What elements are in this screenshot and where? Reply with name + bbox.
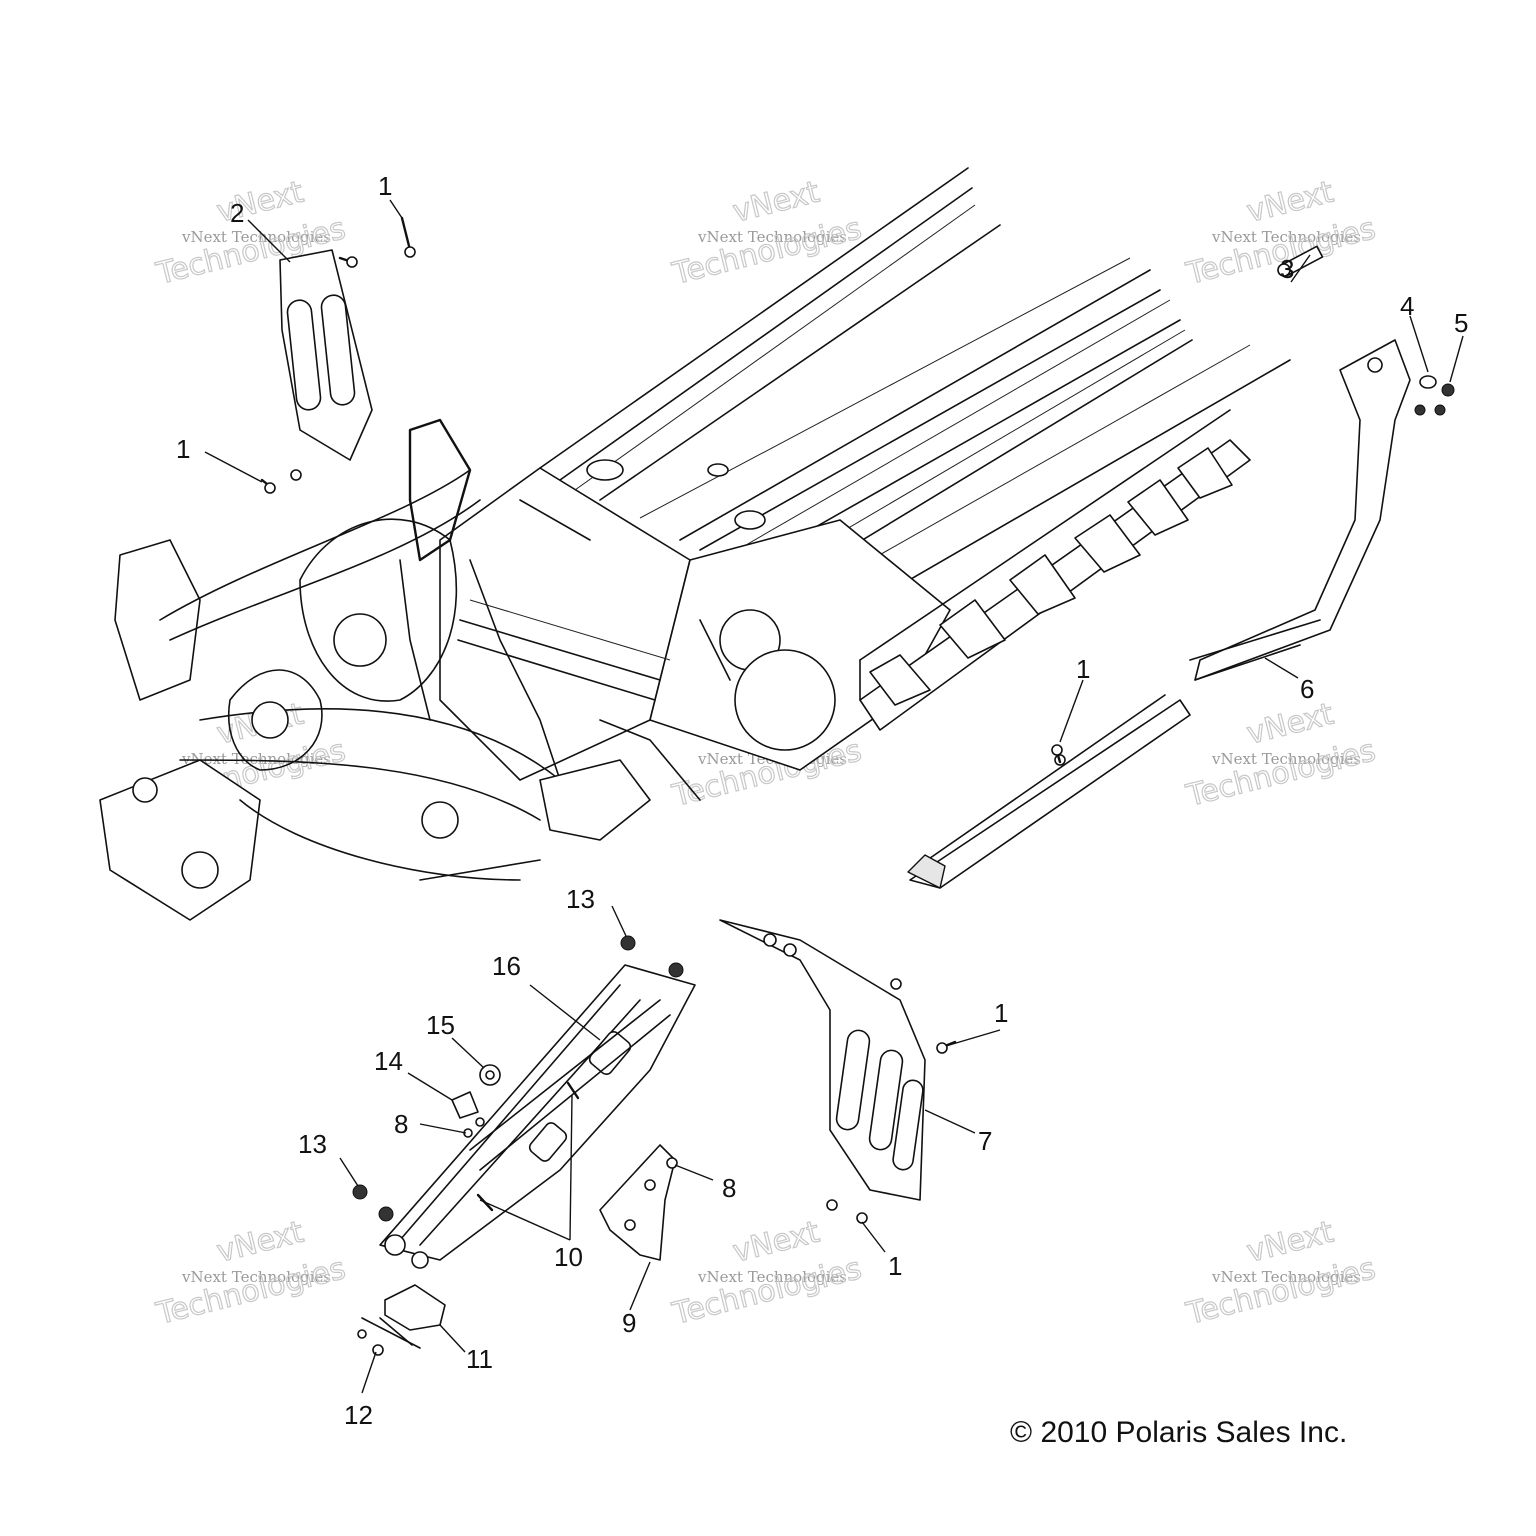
part-4-washer — [1419, 375, 1437, 389]
front-bulkhead — [99, 418, 701, 921]
svg-text:vNext: vNext — [213, 175, 307, 230]
svg-text:vNext Technologies: vNext Technologies — [697, 228, 847, 246]
svg-text:vNext: vNext — [729, 175, 823, 230]
bolt-1-panel — [890, 978, 902, 990]
callout-13-top: 13 — [566, 884, 595, 914]
svg-text:Technologies: Technologies — [152, 1251, 348, 1332]
callout-9: 9 — [622, 1308, 636, 1338]
callout-13-left: 13 — [298, 1129, 327, 1159]
callout-6: 6 — [1300, 674, 1314, 704]
callout-11: 11 — [466, 1344, 493, 1374]
callout-1-bottom: 1 — [888, 1251, 902, 1281]
svg-text:Technologies: Technologies — [668, 1251, 864, 1332]
leader-lines — [204, 199, 1464, 1394]
svg-text:vNext: vNext — [1243, 697, 1337, 752]
callout-8-left: 8 — [394, 1109, 408, 1139]
callout-7: 7 — [978, 1126, 992, 1156]
svg-text:vNext: vNext — [1243, 175, 1337, 230]
nut-13-top — [620, 935, 636, 951]
callout-12: 12 — [344, 1400, 373, 1430]
tunnel-body — [439, 459, 951, 781]
svg-text:Technologies: Technologies — [1182, 1251, 1378, 1332]
svg-text:vNext Technologies: vNext Technologies — [697, 1268, 847, 1286]
copyright-notice: © 2010 Polaris Sales Inc. — [1010, 1416, 1347, 1449]
bolt-1-top — [400, 216, 416, 258]
callout-14: 14 — [374, 1046, 403, 1076]
bolt-8-right — [666, 1157, 678, 1169]
callout-10: 10 — [554, 1242, 583, 1272]
callouts: 1 2 1 3 4 5 1 6 13 16 1 15 14 8 7 13 8 1… — [176, 171, 1468, 1430]
callout-1-left: 1 — [176, 434, 190, 464]
bolt-12 — [357, 1329, 384, 1356]
callout-1-right: 1 — [994, 998, 1008, 1028]
part-16-footrest — [379, 964, 696, 1269]
part-3-pin — [1277, 245, 1324, 277]
watermark: vNext vNext Technologies Technologies — [668, 1214, 866, 1333]
fasteners — [260, 216, 1063, 1356]
svg-text:vNext Technologies: vNext Technologies — [1211, 1268, 1361, 1286]
part-14-clip — [451, 1091, 479, 1119]
rear-side-rail — [859, 409, 1251, 731]
bolt-1-rail — [1051, 744, 1063, 764]
part-6-brace — [1189, 339, 1446, 681]
part-15-grommet — [479, 1064, 501, 1086]
bolt-1-top-b — [338, 256, 358, 268]
part-7-panel — [719, 919, 926, 1201]
svg-text:vNext Technologies: vNext Technologies — [1211, 228, 1361, 246]
callout-3: 3 — [1280, 254, 1294, 284]
callout-5: 5 — [1454, 308, 1468, 338]
svg-text:vNext: vNext — [213, 1215, 307, 1270]
watermark: vNext vNext Technologies Technologies — [152, 1214, 350, 1333]
watermark: vNext vNext Technologies Technologies — [668, 174, 866, 293]
callout-2: 2 — [230, 198, 244, 228]
svg-text:vNext Technologies: vNext Technologies — [181, 228, 331, 246]
part-2-panel — [279, 249, 373, 461]
bolt-1-left — [260, 478, 276, 494]
nut-13-top-b — [668, 962, 684, 978]
svg-text:vNext: vNext — [729, 1215, 823, 1270]
callout-1-top: 1 — [378, 171, 392, 201]
svg-text:vNext Technologies: vNext Technologies — [181, 750, 331, 768]
bolt-1-left-b — [290, 469, 302, 481]
part-5-nut — [1441, 383, 1455, 397]
watermark: vNext vNext Technologies Technologies — [1182, 696, 1380, 815]
callout-1-rail: 1 — [1076, 654, 1090, 684]
callout-15: 15 — [426, 1010, 455, 1040]
svg-text:vNext Technologies: vNext Technologies — [1211, 750, 1361, 768]
callout-4: 4 — [1400, 291, 1414, 321]
svg-text:vNext Technologies: vNext Technologies — [181, 1268, 331, 1286]
callout-16: 16 — [492, 951, 521, 981]
part-11-bracket — [384, 1284, 446, 1331]
watermark: vNext vNext Technologies Technologies — [1182, 1214, 1380, 1333]
callout-8-right: 8 — [722, 1173, 736, 1203]
part-9-bracket — [599, 1144, 676, 1261]
nut-13-left-b — [378, 1206, 394, 1222]
svg-text:vNext: vNext — [1243, 1215, 1337, 1270]
svg-text:Technologies: Technologies — [1182, 733, 1378, 814]
nut-13-left — [352, 1184, 368, 1200]
running-board — [907, 694, 1191, 889]
svg-text:Technologies: Technologies — [668, 211, 864, 292]
bolt-1-bottom — [826, 1199, 868, 1224]
